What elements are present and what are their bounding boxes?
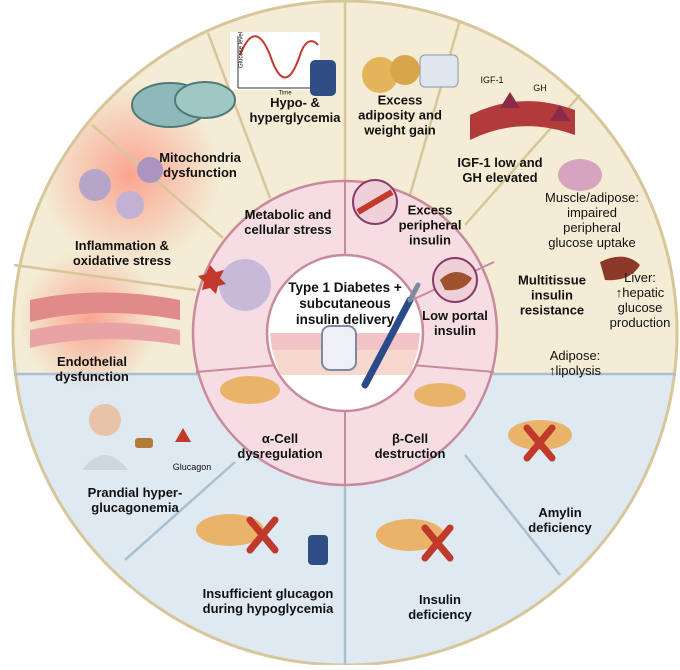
cross-1b — [246, 516, 279, 554]
label-amylin: Amylin deficiency — [528, 505, 592, 535]
label-liver: Liver: ↑hepatic glucose production — [609, 270, 671, 330]
inner-divider-lowright — [411, 364, 495, 373]
cross-3b — [523, 424, 556, 462]
liver-right-icon — [600, 256, 640, 281]
glucagon-arrow-up-icon — [175, 428, 191, 442]
burger-icon — [135, 438, 153, 448]
outer-dividers — [13, 1, 581, 292]
insulin-pen-cap-icon — [407, 282, 421, 303]
vessel-igf — [470, 101, 575, 140]
person-body — [82, 455, 128, 470]
center-title: Type 1 Diabetes + subcutaneous insulin d… — [288, 280, 402, 327]
glucose-meter-icon — [310, 60, 336, 96]
divider-adip-igf — [408, 19, 462, 196]
cross-2b — [421, 524, 454, 562]
cross-marks — [246, 424, 556, 562]
liver-icon — [432, 256, 640, 303]
divider-inflam-endo — [13, 263, 197, 292]
metabolic-cells-icon — [198, 259, 271, 311]
scale-icon — [419, 54, 459, 88]
label-insufficient: Insufficient glucagon during hypoglycemi… — [202, 586, 334, 616]
label-endothelial: Endothelial dysfunction — [55, 354, 129, 384]
label-hypo: Hypo- & hyperglycemia — [249, 95, 341, 125]
label-mito: Mitochondria dysfunction — [159, 150, 241, 180]
pancreas-icons — [196, 376, 572, 551]
inner-divider-left — [195, 364, 279, 373]
prandial-person-icon — [82, 404, 191, 470]
skin-illustration — [270, 282, 421, 389]
peripheral-insulin-icon — [352, 179, 398, 225]
immune-cells-icon — [79, 157, 163, 219]
label-low-portal: Low portal insulin — [422, 308, 488, 338]
glucose-curve — [239, 35, 319, 79]
label-glucagon: Glucagon — [172, 462, 212, 472]
fat-cell-1 — [362, 57, 398, 93]
fat-cells-icon — [362, 54, 459, 93]
label-muscle: Muscle/adipose: impaired peripheral gluc… — [545, 190, 639, 250]
cell-2 — [116, 191, 144, 219]
vessel-wall-top — [30, 292, 180, 322]
endothelium-icon — [30, 292, 180, 348]
stress-burst-icon — [198, 265, 226, 294]
divider-prandial-insuff — [124, 461, 236, 561]
insulin-pen-icon — [361, 296, 414, 389]
cell-3 — [137, 157, 163, 183]
divider-mito-inflam — [91, 124, 224, 239]
label-insulin-deficiency: Insulin deficiency — [408, 592, 472, 622]
label-excess-peripheral: Excess peripheral insulin — [398, 202, 462, 248]
insulin-pump-icon — [321, 325, 357, 371]
inflammation-glow — [40, 85, 220, 265]
pancreas-alpha-icon — [220, 376, 280, 404]
cell-1 — [79, 169, 111, 201]
divider-hypo-mito — [206, 32, 272, 199]
label-multitissue: Multitissue insulin resistance — [518, 272, 586, 318]
label-alpha: α-Cell dysregulation — [237, 431, 323, 461]
igf-arrow-down-icon — [500, 92, 520, 108]
vessel-mini — [356, 189, 394, 215]
hypo-chart-icon — [230, 32, 320, 90]
label-igf1: IGF-1 — [480, 75, 504, 85]
blood-vessel-igf-icon — [470, 92, 575, 140]
mitochondria-icon — [131, 81, 236, 128]
label-gh: GH — [533, 83, 547, 93]
endothelial-glow — [20, 250, 160, 390]
divider-insdef-amylin — [464, 454, 561, 576]
fat-cell-2 — [390, 55, 420, 85]
label-adipose: Adipose: ↑lipolysis — [548, 348, 602, 378]
cell-cluster — [219, 259, 271, 311]
pancreas-beta-icon — [414, 383, 466, 407]
person-head — [89, 404, 121, 436]
mitochondrion-2 — [174, 81, 236, 119]
label-beta: β-Cell destruction — [374, 431, 446, 461]
label-igf: IGF-1 low and GH elevated — [457, 155, 543, 185]
muscle-icon — [558, 159, 602, 191]
label-time: Time — [278, 90, 292, 97]
label-inflammation: Inflammation & oxidative stress — [72, 238, 172, 268]
pancreas-insufficient-icon — [196, 514, 264, 546]
gh-arrow-up-icon — [550, 105, 570, 121]
vessel-wall-bottom — [30, 322, 180, 348]
glucose-chart-bg — [230, 32, 320, 90]
label-prandial: Prandial hyper- glucagonemia — [87, 485, 183, 515]
glucose-meter-bottom-icon — [308, 535, 328, 565]
label-glucose-level: Glucose level — [238, 31, 245, 69]
label-metabolic: Metabolic and cellular stress — [244, 207, 332, 237]
liver-shape — [440, 271, 472, 291]
label-adiposity: Excess adiposity and weight gain — [358, 92, 442, 138]
